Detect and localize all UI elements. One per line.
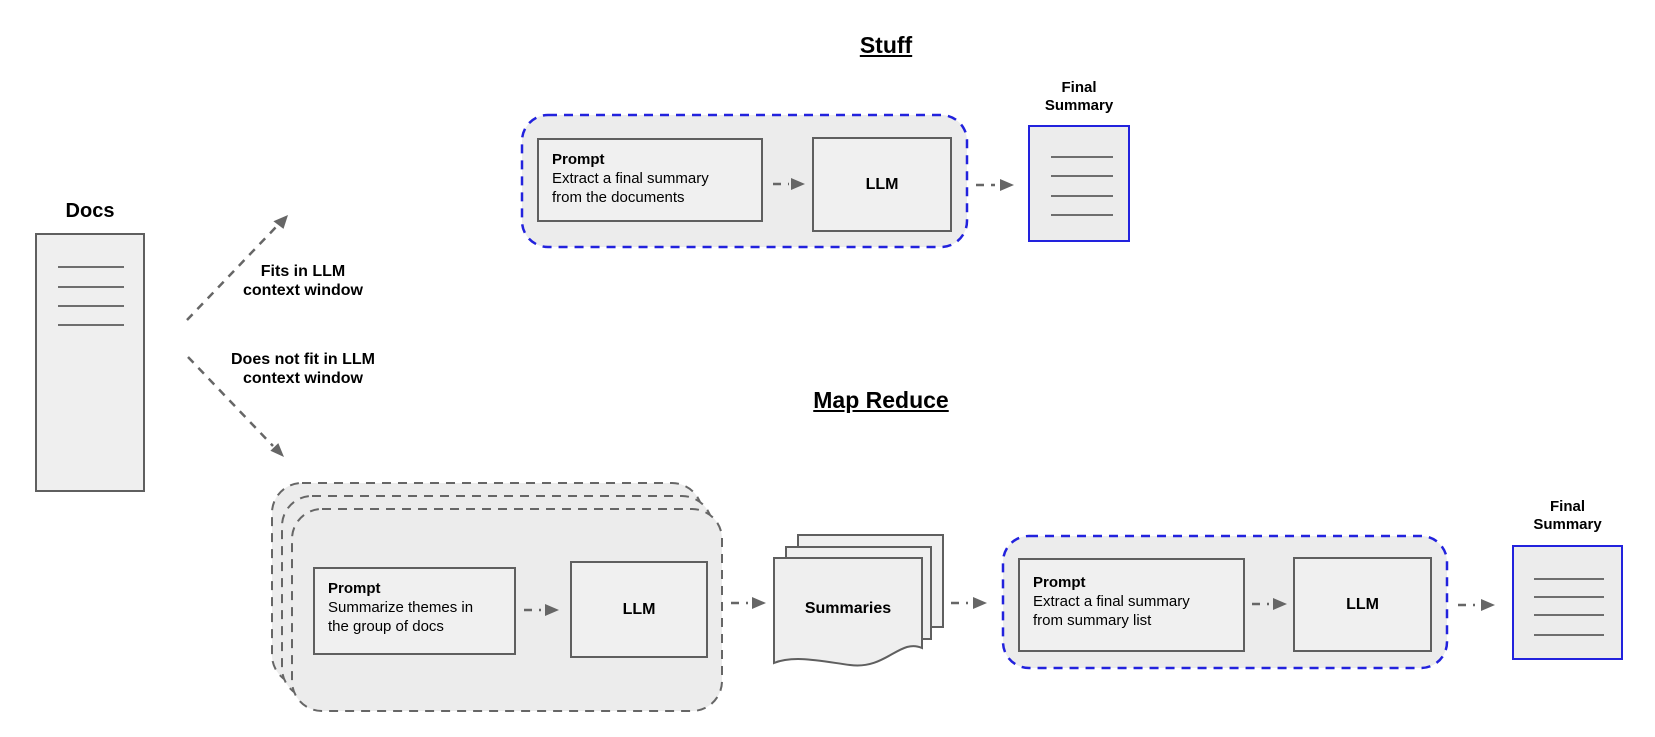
doc-text-line (58, 286, 124, 288)
doc-text-line (1051, 214, 1113, 216)
doc-text-line (58, 324, 124, 326)
arrow-stuff-prompt-to-llm (773, 178, 805, 190)
doc-text-line (1051, 175, 1113, 177)
map-prompt-text: Prompt Summarize themes in the group of … (328, 579, 473, 636)
map-llm-box: LLM (570, 561, 708, 658)
stuff-final-summary-label: Final Summary (1044, 79, 1114, 114)
reduce-prompt-text: Prompt Extract a final summary from summ… (1033, 573, 1190, 630)
stuff-title: Stuff (859, 32, 913, 58)
map-llm-label: LLM (622, 600, 656, 618)
arrow-map-to-summaries (731, 597, 766, 609)
reduce-llm-label: LLM (1346, 595, 1379, 613)
map-reduce-title: Map Reduce (813, 387, 949, 413)
docs-label: Docs (65, 200, 115, 222)
map-reduce-final-summary-document-icon (1512, 545, 1623, 660)
stuff-prompt-title: Prompt (552, 151, 605, 168)
doc-text-line (58, 305, 124, 307)
arrow-summaries-to-reduce (951, 597, 987, 609)
does-not-fit-branch-label: Does not fit in LLM context window (231, 351, 375, 387)
stuff-prompt-box: Prompt Extract a final summary from the … (537, 138, 763, 222)
doc-text-line (1534, 578, 1604, 580)
stuff-prompt-body: Extract a final summary from the documen… (552, 170, 709, 206)
reduce-prompt-body: Extract a final summary from summary lis… (1033, 593, 1190, 629)
stuff-prompt-text: Prompt Extract a final summary from the … (552, 150, 709, 207)
summaries-page-middle (785, 546, 932, 640)
doc-text-line (1051, 156, 1113, 158)
doc-text-line (1534, 614, 1604, 616)
reduce-prompt-title: Prompt (1033, 574, 1086, 591)
stuff-llm-label: LLM (865, 175, 899, 193)
map-prompt-body: Summarize themes in the group of docs (328, 599, 474, 635)
arrow-reduce-to-final-summary (1458, 599, 1495, 611)
stuff-final-summary-document-icon (1028, 125, 1130, 242)
stuff-llm-box: LLM (812, 137, 952, 232)
doc-text-line (1051, 195, 1113, 197)
map-prompt-title: Prompt (328, 580, 381, 597)
arrow-reduce-prompt-to-llm (1252, 598, 1287, 610)
map-reduce-final-summary-label: Final Summary (1533, 498, 1602, 533)
map-prompt-box: Prompt Summarize themes in the group of … (313, 567, 516, 655)
arrow-stuff-to-final-summary (976, 179, 1014, 191)
reduce-llm-box: LLM (1293, 557, 1432, 652)
fits-branch-label: Fits in LLM context window (243, 263, 363, 299)
doc-text-line (58, 266, 124, 268)
arrow-map-prompt-to-llm (524, 604, 559, 616)
doc-text-line (1534, 634, 1604, 636)
docs-document-icon (35, 233, 145, 492)
summaries-label: Summaries (804, 600, 892, 617)
doc-text-line (1534, 596, 1604, 598)
reduce-prompt-box: Prompt Extract a final summary from summ… (1018, 558, 1245, 652)
